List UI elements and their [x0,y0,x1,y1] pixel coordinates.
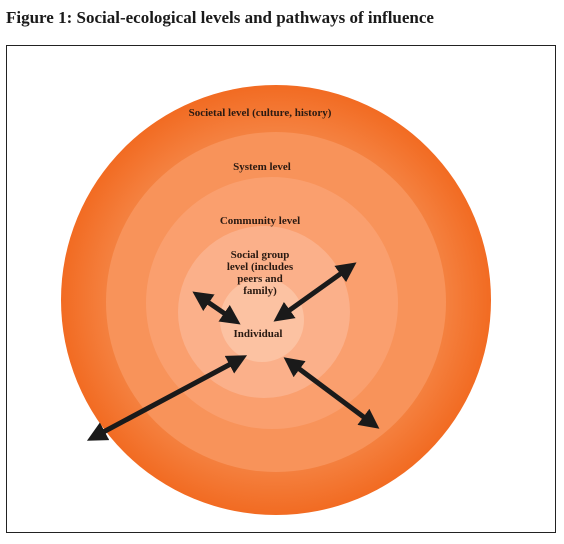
label-social-group-2: level (includes [227,261,294,273]
label-community: Community level [220,215,300,227]
label-social-group-1: Social group [231,249,290,261]
label-social-group-4: family) [243,285,277,297]
arrow-community [273,262,357,322]
label-system: System level [233,161,291,173]
arrow-system [283,357,380,429]
figure-title: Figure 1: Social-ecological levels and p… [6,8,434,27]
arrow-social-group [192,291,241,325]
arrow-societal [86,355,248,441]
label-individual: Individual [234,328,283,340]
label-social-group-3: peers and [237,273,283,285]
label-societal: Societal level (culture, history) [189,107,332,119]
